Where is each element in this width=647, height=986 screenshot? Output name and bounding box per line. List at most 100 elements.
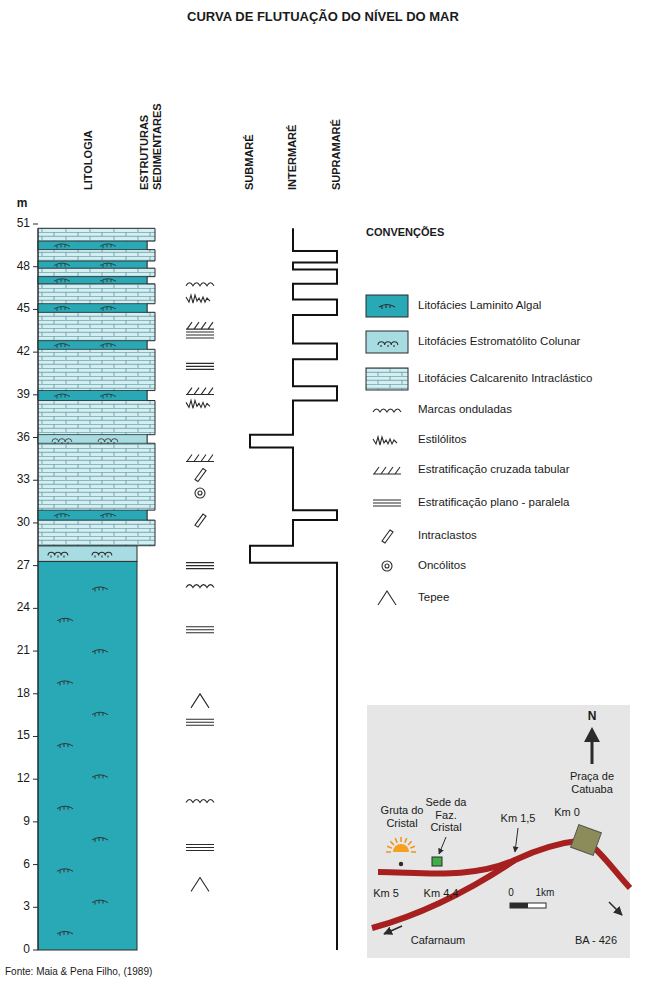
laminite-mark [57, 744, 73, 749]
stromatolite-mark [48, 552, 68, 557]
laminite-bed [38, 510, 147, 520]
structure-symbol [195, 488, 205, 498]
legend-symbol [373, 500, 401, 506]
legend-symbol [373, 467, 401, 474]
axis-label: 12 [17, 772, 30, 786]
cave-ray [408, 841, 412, 845]
cave-ray [395, 838, 397, 843]
axis-tick [33, 522, 38, 523]
laminite-mark [54, 394, 70, 399]
legend-symbol [382, 561, 392, 571]
map-label: Km 1,5 [501, 812, 536, 825]
scale-bar-fill [510, 903, 528, 908]
cave-icon [393, 844, 409, 852]
axis-label: 9 [23, 815, 30, 829]
axis-label: 33 [17, 473, 30, 487]
map-label: N [588, 710, 597, 724]
title: CURVA DE FLUTUAÇÃO DO NÍVEL DO MAR [187, 10, 459, 25]
scale-bar [510, 903, 546, 908]
axis-tick [33, 864, 38, 865]
axis-tick [33, 309, 38, 310]
legend-samples [366, 295, 408, 605]
axis-tick [33, 266, 38, 267]
structure-symbol [186, 322, 214, 329]
axis-label: 18 [17, 687, 30, 701]
legend-mark [378, 342, 398, 347]
legend-swatch [366, 368, 408, 390]
cave-ray [390, 841, 394, 845]
structure-symbol [186, 585, 214, 588]
map-label: Gruta do Cristal [371, 804, 433, 829]
legend-mark [379, 305, 395, 310]
axis-tick [33, 651, 38, 652]
legend-text: Estilólitos [418, 433, 467, 446]
axis-label: 51 [17, 217, 30, 231]
town-square [571, 825, 602, 856]
laminite-mark [54, 244, 70, 249]
axis-label: 6 [23, 858, 30, 872]
axis-tick [33, 736, 38, 737]
axis-tick [33, 352, 38, 353]
axis-label: 27 [17, 559, 30, 573]
axis-label: 3 [23, 900, 30, 914]
laminite-mark [100, 263, 116, 268]
axis-label: m [17, 197, 28, 211]
farm-house [432, 857, 442, 866]
structure-symbol [186, 845, 214, 851]
laminite-mark [54, 263, 70, 268]
laminite-mark [54, 307, 70, 312]
legend-symbol [373, 409, 401, 412]
structure-symbol [195, 469, 206, 482]
direction-arrow [384, 926, 402, 934]
laminite-mark [100, 307, 116, 312]
laminite-mark [54, 514, 70, 519]
laminite-bed [38, 241, 147, 250]
laminite-mark [57, 618, 73, 623]
structure-symbol [186, 719, 214, 725]
stromatolite-mark [52, 439, 72, 444]
laminite-mark [54, 344, 70, 349]
legend-symbol [373, 437, 397, 445]
laminite-bed [38, 277, 147, 284]
column-header: SUPRAMARÉ [330, 119, 343, 190]
axis-tick [33, 437, 38, 438]
lithology-column [33, 224, 155, 950]
axis-label: 0 [23, 943, 30, 957]
axis-label: 15 [17, 730, 30, 744]
map-label: Km 4,4 [424, 887, 459, 900]
direction-arrow [609, 902, 622, 915]
map-label: Sede da Faz. Cristal [422, 796, 470, 834]
structure-symbol [186, 283, 214, 286]
structure-symbol [195, 514, 206, 527]
laminite-mark [54, 279, 70, 284]
stromatolite-bed [38, 546, 137, 562]
map-label: BA - 426 [575, 934, 617, 947]
axis-tick [33, 608, 38, 609]
axis-tick [33, 779, 38, 780]
laminite-bed [38, 391, 147, 401]
axis-label: 48 [17, 260, 30, 274]
map-label: Km 5 [373, 887, 399, 900]
axis-label: 45 [17, 303, 30, 317]
sea-level-curve [250, 228, 337, 950]
structure-symbol [186, 400, 210, 408]
legend-text: Estratificação plano - paralela [418, 496, 570, 509]
stromatolite-bed [38, 435, 147, 444]
legend-symbol [382, 530, 393, 543]
map-label: 1km [536, 887, 555, 899]
cave-ray [400, 837, 402, 842]
stromatolite-mark [98, 439, 118, 444]
laminite-bed [38, 304, 147, 313]
map-label: Praça de Catuaba [560, 770, 624, 795]
leader-arrow [515, 828, 518, 852]
caption: Fonte: Maia & Pena Filho, (1989) [5, 966, 152, 978]
axis-label: 24 [17, 601, 30, 615]
cave-ray [387, 846, 392, 848]
legend-text: Marcas onduladas [418, 403, 512, 416]
structure-symbol [186, 563, 214, 569]
laminite-mark [100, 514, 116, 519]
laminite-mark [92, 837, 108, 842]
axis-tick [33, 224, 38, 225]
laminite-bed [38, 341, 147, 350]
